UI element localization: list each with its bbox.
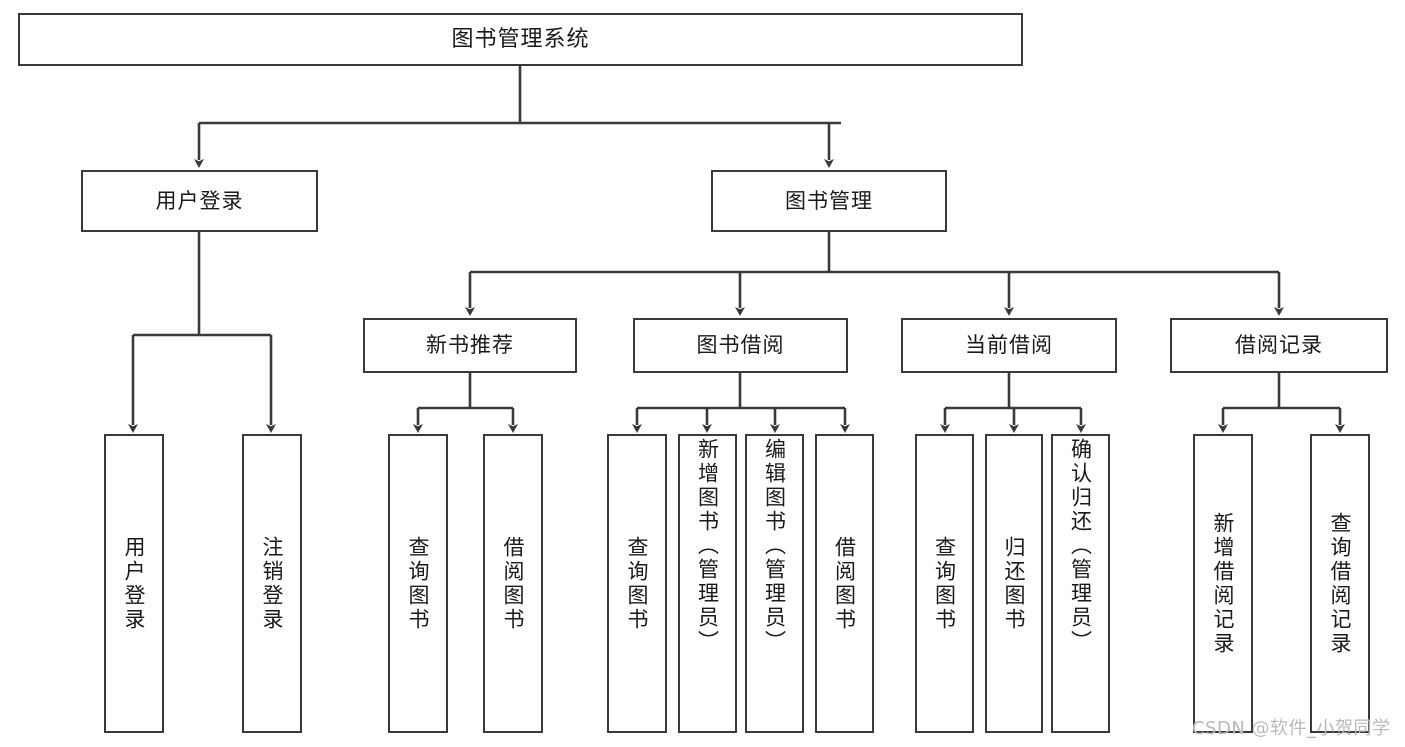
node-label: 查询图书 bbox=[625, 535, 650, 632]
leaf-query-book-1[interactable]: 查询图书 bbox=[388, 434, 448, 733]
node-label: 用户登录 bbox=[155, 188, 244, 213]
leaf-add-borrow-record[interactable]: 新增借阅记录 bbox=[1193, 434, 1253, 733]
node-label: 编辑图书（管理员） bbox=[762, 438, 787, 654]
node-label: 查询图书 bbox=[406, 535, 431, 632]
node-label: 确认归还（管理员） bbox=[1068, 438, 1093, 654]
leaf-confirm-return-admin[interactable]: 确认归还（管理员） bbox=[1051, 434, 1110, 733]
node-label: 查询图书 bbox=[932, 535, 957, 632]
node-label: 图书管理 bbox=[785, 188, 873, 213]
node-label: 新增借阅记录 bbox=[1211, 511, 1236, 656]
node-label: 图书借阅 bbox=[696, 333, 785, 358]
node-root-system[interactable]: 图书管理系统 bbox=[18, 13, 1023, 66]
node-label: 借阅图书 bbox=[501, 535, 526, 632]
node-label: 新书推荐 bbox=[426, 333, 514, 358]
leaf-query-borrow-record[interactable]: 查询借阅记录 bbox=[1310, 434, 1370, 733]
leaf-query-book-2[interactable]: 查询图书 bbox=[607, 434, 667, 733]
node-new-book-recommend[interactable]: 新书推荐 bbox=[363, 318, 577, 373]
node-user-login[interactable]: 用户登录 bbox=[81, 170, 318, 232]
leaf-borrow-book-2[interactable]: 借阅图书 bbox=[815, 434, 874, 733]
node-label: 借阅记录 bbox=[1235, 333, 1323, 358]
node-book-borrow[interactable]: 图书借阅 bbox=[633, 318, 848, 373]
node-label: 新增图书（管理员） bbox=[695, 438, 720, 654]
node-label: 用户登录 bbox=[122, 535, 147, 632]
watermark-text: CSDN @软件_小贺同学 bbox=[1192, 718, 1391, 739]
node-current-borrow[interactable]: 当前借阅 bbox=[901, 318, 1117, 373]
node-label: 查询借阅记录 bbox=[1328, 511, 1353, 656]
leaf-edit-book-admin[interactable]: 编辑图书（管理员） bbox=[745, 434, 804, 733]
node-label: 注销登录 bbox=[260, 535, 285, 632]
leaf-query-book-3[interactable]: 查询图书 bbox=[915, 434, 974, 733]
node-label: 图书管理系统 bbox=[451, 26, 590, 52]
leaf-user-login[interactable]: 用户登录 bbox=[104, 434, 164, 733]
node-label: 归还图书 bbox=[1002, 535, 1027, 632]
node-label: 当前借阅 bbox=[965, 333, 1053, 358]
node-book-management[interactable]: 图书管理 bbox=[711, 170, 947, 232]
node-borrow-record[interactable]: 借阅记录 bbox=[1170, 318, 1388, 373]
leaf-add-book-admin[interactable]: 新增图书（管理员） bbox=[678, 434, 737, 733]
node-label: 借阅图书 bbox=[832, 535, 857, 632]
leaf-borrow-book-1[interactable]: 借阅图书 bbox=[483, 434, 543, 733]
leaf-logout-login[interactable]: 注销登录 bbox=[242, 434, 302, 733]
leaf-return-book[interactable]: 归还图书 bbox=[985, 434, 1043, 733]
